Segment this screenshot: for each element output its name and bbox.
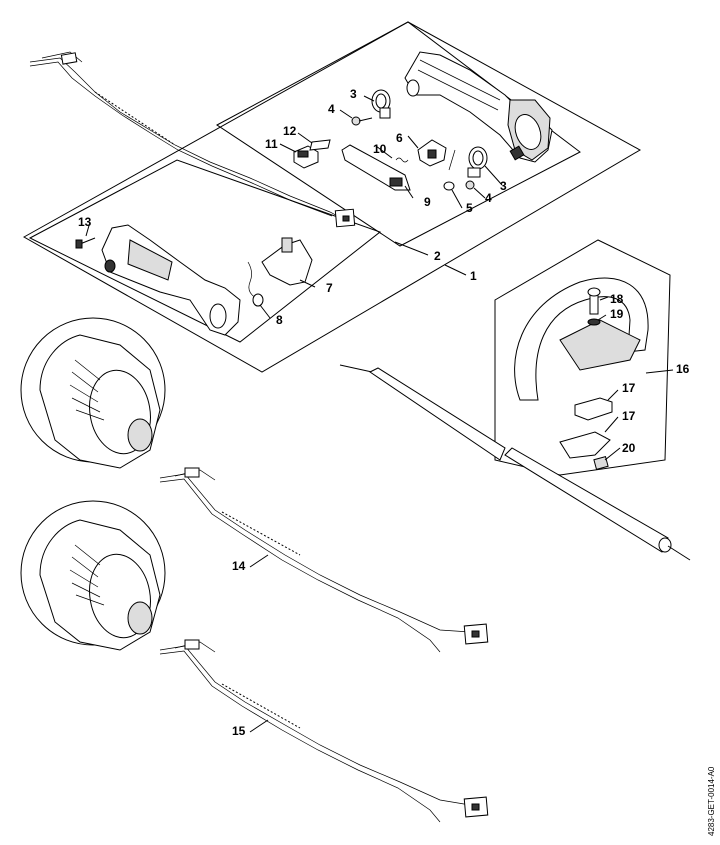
callout-19: 19 (610, 307, 624, 321)
clamp-17-upper (574, 397, 613, 421)
drawing-code: 4283-GET-0014-A0 (707, 766, 716, 836)
leader-lines (85, 95, 674, 733)
assembly-frame-1 (22, 21, 642, 373)
callout-labels: 3 3 4 4 5 6 7 8 9 10 11 12 13 14 15 2 1 … (78, 87, 690, 738)
control-handle (101, 224, 241, 336)
screw-4-lower (465, 180, 475, 190)
wiring-harness-14 (159, 467, 489, 653)
callout-5: 5 (466, 201, 473, 215)
callout-2: 2 (434, 249, 441, 263)
callout-4a: 4 (328, 102, 335, 116)
clamp-17-lower (559, 431, 611, 459)
callout-17b: 17 (622, 409, 636, 423)
callout-16: 16 (676, 362, 690, 376)
motor-detail-lower (20, 500, 166, 651)
callout-3b: 3 (500, 179, 507, 193)
assembly-frame-2 (28, 159, 382, 343)
switch-6 (417, 139, 447, 167)
bolt-18 (587, 287, 601, 315)
washer-19 (587, 318, 601, 326)
callout-1: 1 (470, 269, 477, 283)
callout-7: 7 (326, 281, 333, 295)
handle-housing-upper (404, 51, 553, 163)
callout-11: 11 (265, 137, 278, 151)
clip-3-upper (371, 89, 391, 119)
callout-10: 10 (373, 142, 387, 156)
callout-4b: 4 (485, 191, 492, 205)
switch-11 (293, 145, 319, 169)
drive-shaft (339, 364, 691, 561)
callout-8: 8 (276, 313, 283, 327)
callout-9: 9 (424, 195, 431, 209)
callout-12: 12 (283, 124, 297, 138)
callout-14: 14 (232, 559, 246, 573)
screw-4-upper (351, 116, 373, 126)
callout-20: 20 (622, 441, 636, 455)
callout-6: 6 (396, 131, 403, 145)
contact-12 (309, 139, 331, 151)
callout-18: 18 (610, 292, 624, 306)
spring-5 (443, 149, 456, 191)
callout-3a: 3 (350, 87, 357, 101)
wiring-harness-15 (159, 639, 489, 823)
trigger-9 (341, 144, 411, 191)
lever-7 (261, 237, 313, 286)
callout-15: 15 (232, 724, 246, 738)
spring-10 (395, 157, 409, 163)
spring-8 (247, 261, 264, 307)
callout-13: 13 (78, 215, 92, 229)
assembly-frame-upper (216, 21, 581, 247)
callout-17a: 17 (622, 381, 636, 395)
screw-13 (75, 237, 96, 249)
motor-detail-upper (20, 317, 166, 469)
assembly-frame-16 (494, 239, 671, 476)
clip-3-lower (467, 146, 488, 178)
wiring-harness-top (29, 51, 356, 228)
nut-20 (593, 456, 609, 470)
